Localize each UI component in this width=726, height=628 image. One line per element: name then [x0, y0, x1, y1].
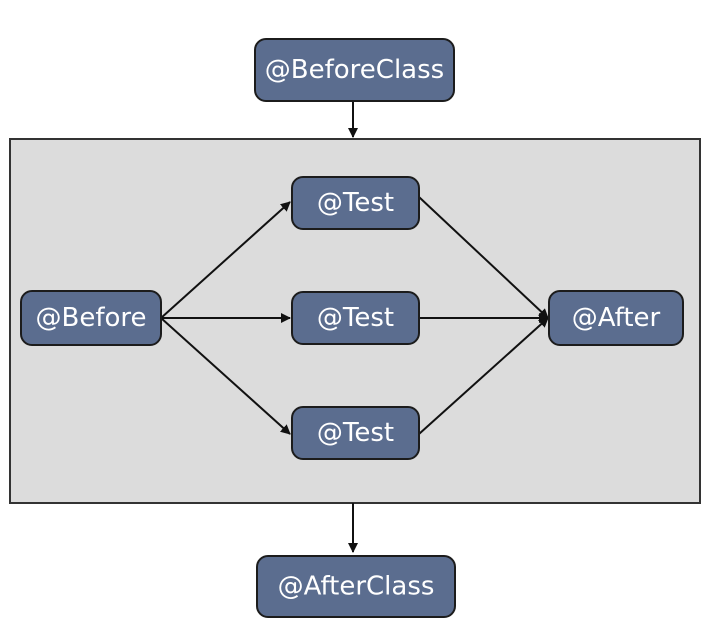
node-after-label: @After — [572, 303, 661, 333]
edge-before-to-test-1 — [160, 201, 291, 319]
node-test-2-label: @Test — [317, 303, 394, 333]
node-after-class: @AfterClass — [256, 555, 456, 618]
node-before-label: @Before — [35, 303, 146, 333]
node-test-3-label: @Test — [317, 418, 394, 448]
node-before-class-label: @BeforeClass — [265, 55, 444, 85]
node-test-2: @Test — [291, 291, 420, 345]
node-test-1-label: @Test — [317, 188, 394, 218]
node-test-3: @Test — [291, 406, 420, 460]
edge-test-3-to-after — [418, 317, 549, 435]
node-after-class-label: @AfterClass — [278, 572, 435, 602]
node-before: @Before — [20, 290, 162, 346]
node-test-1: @Test — [291, 176, 420, 230]
edge-test-1-to-after — [418, 196, 549, 319]
edge-before-to-test-3 — [160, 317, 291, 435]
node-after: @After — [548, 290, 684, 346]
node-before-class: @BeforeClass — [254, 38, 455, 102]
